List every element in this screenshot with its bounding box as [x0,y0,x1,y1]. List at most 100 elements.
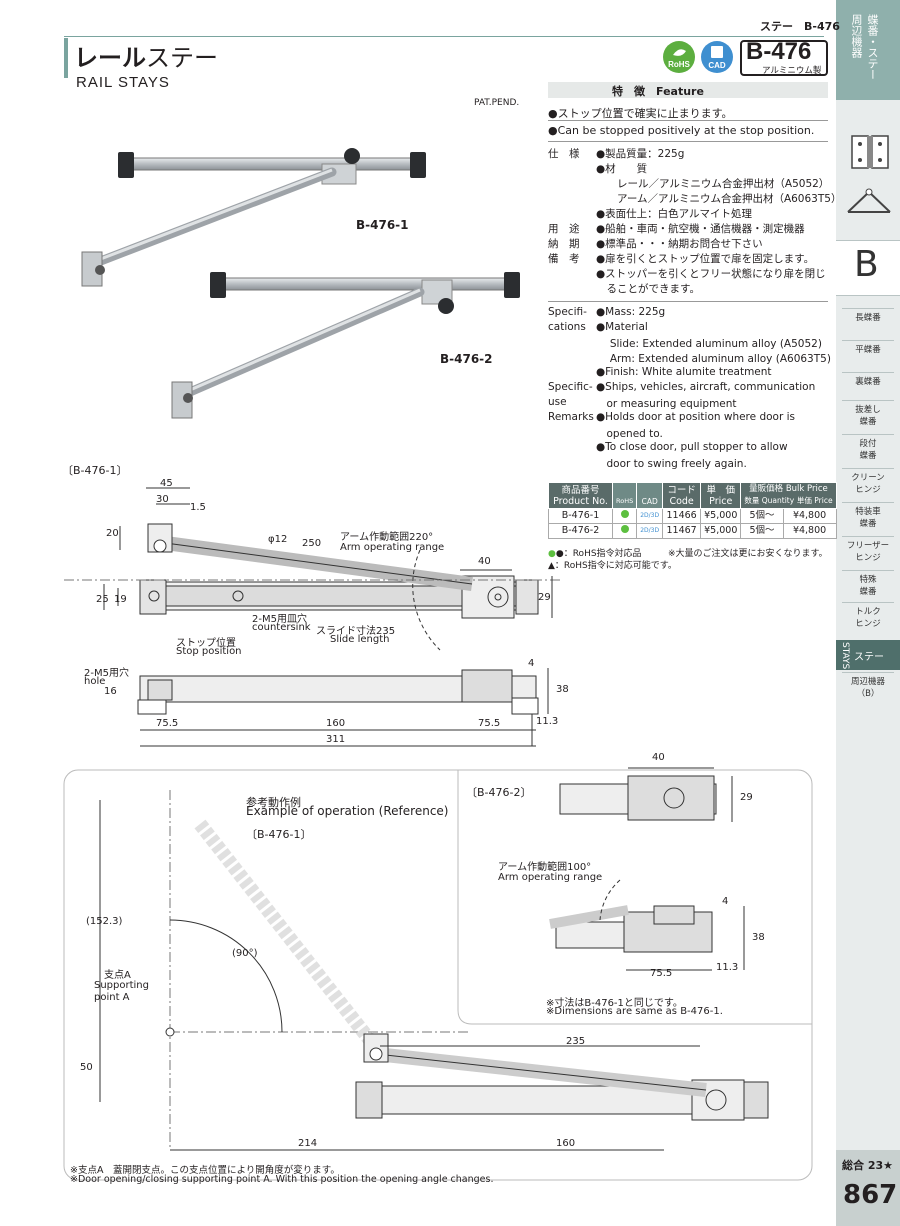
header-rule [64,36,824,37]
sidebar-item[interactable]: 周辺機器 （B） [850,677,885,699]
dim-1-5: 1.5 [190,502,206,513]
dim-160: 160 [326,718,346,729]
spec-text: レール／アルミニウム合金押出材（A5052） [596,178,830,190]
th-price-jp: 単 価 [706,484,735,496]
spec-text: or measuring equipment [596,398,737,410]
spec-text: ●Finish: White alumite treatment [596,366,772,378]
support-jp: 支点A [104,970,131,981]
sidebar-active-tab[interactable] [836,640,900,670]
dim-38: 38 [556,684,569,695]
dim-40: 40 [478,556,491,567]
countersink-en: countersink [252,622,311,633]
dim-30: 30 [156,494,169,505]
spec-text: ●To close door, pull stopper to allow [596,441,788,453]
spec-text: door to swing freely again. [596,458,747,470]
sidebar-category-header [836,0,900,100]
sidebar-divider [842,434,894,435]
sidebar-divider [842,308,894,309]
sidebar-active-en: STAYS [840,642,850,670]
b2-dim-11-3: 11.3 [716,962,739,973]
page-title-en: RAIL STAYS [76,74,170,91]
table-row: B-476-1 2D/3D 11466 ¥5,000 5個〜 ¥4,800 [548,508,837,524]
spec-label: 備 考 [548,253,580,265]
spec-text: ることができます。 [596,283,700,295]
product-photo [81,148,520,419]
rohs-dot-icon [620,525,629,533]
svg-text:CAD: CAD [708,61,726,70]
title-accent-bar [64,38,68,78]
drawing-b2-label: 〔B-476-2〕 [466,786,532,799]
arm-range-en: Arm operating range [340,542,445,553]
model-number: B-476 [746,38,812,65]
th-code-en: Code [669,495,694,507]
rohs-dot-icon [620,510,629,518]
table-note-2: ▲：RoHS指令に対応可能です。 [548,561,677,571]
spec-text: ●ストッパーを引くとフリー状態になり扉を閉じ [596,268,826,280]
sidebar-divider [842,502,894,503]
b2-dim-40: 40 [652,752,665,763]
footnote-jp: ※支点A 蓋開閉支点。この支点位置により開角度が変ります。 [70,1165,340,1176]
sidebar-item[interactable]: トルク ヒンジ [855,607,881,629]
sidebar-divider [842,468,894,469]
spec-text: ●Mass: 225g [596,306,666,318]
sidebar-item[interactable]: 抜差し 蝶番 [855,405,881,427]
sidebar-item[interactable]: 特装車 蝶番 [855,507,881,529]
spec-label: Remarks [548,411,594,423]
spec-label: 用 途 [548,223,580,235]
page-number-box [836,1150,900,1226]
cad-badge-icon: CAD [701,41,733,73]
spec-text: ●Ships, vehicles, aircraft, communicatio… [596,381,816,393]
spec-text: Slide: Extended aluminum alloy (A5052) [596,338,822,350]
table-note-1b: ※大量のご注文は更にお安くなります。 [668,549,828,559]
feature-en: ●Can be stopped positively at the stop p… [548,124,815,137]
sidebar [836,0,900,1226]
dim-11-3: 11.3 [536,716,559,727]
cell-product: B-476-2 [548,523,613,539]
spec-text: ●Material [596,321,648,333]
sidebar-item[interactable]: 平蝶番 [855,345,881,355]
dim-152-3: (152.3) [86,916,123,927]
dim-4: 4 [528,658,535,669]
spec-text: opened to. [596,428,663,440]
sidebar-item[interactable]: 特殊 蝶番 [859,575,877,597]
dim-75-5-left: 75.5 [156,718,179,729]
cell-bulk: ¥4,800 [782,523,837,539]
sidebar-item[interactable]: 裏蝶番 [855,377,881,387]
patent-note: PAT.PEND. [474,98,520,108]
dim-16: 16 [104,686,117,697]
dim-160-b: 160 [556,1138,576,1149]
hole-en: hole [84,676,106,687]
b2-dim-38: 38 [752,932,765,943]
b2-dim-29: 29 [740,792,753,803]
footnote-en: ※Door opening/closing supporting point A… [70,1174,494,1185]
model-box [740,40,828,76]
th-cad: CAD [641,496,658,506]
spec-label: use [548,396,567,408]
sidebar-item[interactable]: フリーザー ヒンジ [846,541,890,563]
dim-90: (90°) [232,948,258,959]
dim-235: 235 [566,1036,586,1047]
spec-text: ●船舶・車両・航空機・通信機器・測定機器 [596,223,805,235]
material-note: アルミニウム製 [762,66,822,76]
example-jp: 参考動作例 [246,796,301,809]
slide-en: Slide length [330,634,390,645]
dim-20: 20 [106,528,119,539]
photo-label-2: B-476-2 [440,352,493,366]
spec-label: 納 期 [548,238,580,250]
sidebar-category-1: 蝶番・ステー [866,14,879,80]
stay-icon [847,188,891,213]
page-number: 867 [843,1180,898,1210]
cell-code: 11467 [662,523,702,539]
dim-19: 19 [114,594,127,605]
sidebar-letter-box [836,240,900,296]
sidebar-item[interactable]: クリーン ヒンジ [851,473,885,495]
sidebar-item[interactable]: 段付 蝶番 [859,439,877,461]
spec-label: Specific- [548,381,593,393]
running-header: ステー B-476 [760,20,840,33]
sidebar-divider [842,570,894,571]
spec-text: アーム／アルミニウム合金押出材（A6063T5） [596,193,842,205]
sidebar-category-2: 周辺機器 [850,14,863,58]
th-product-en: Product No. [553,495,608,507]
sidebar-item[interactable]: 長蝶番 [855,313,881,323]
b2-range-en: Arm operating range [498,872,603,883]
